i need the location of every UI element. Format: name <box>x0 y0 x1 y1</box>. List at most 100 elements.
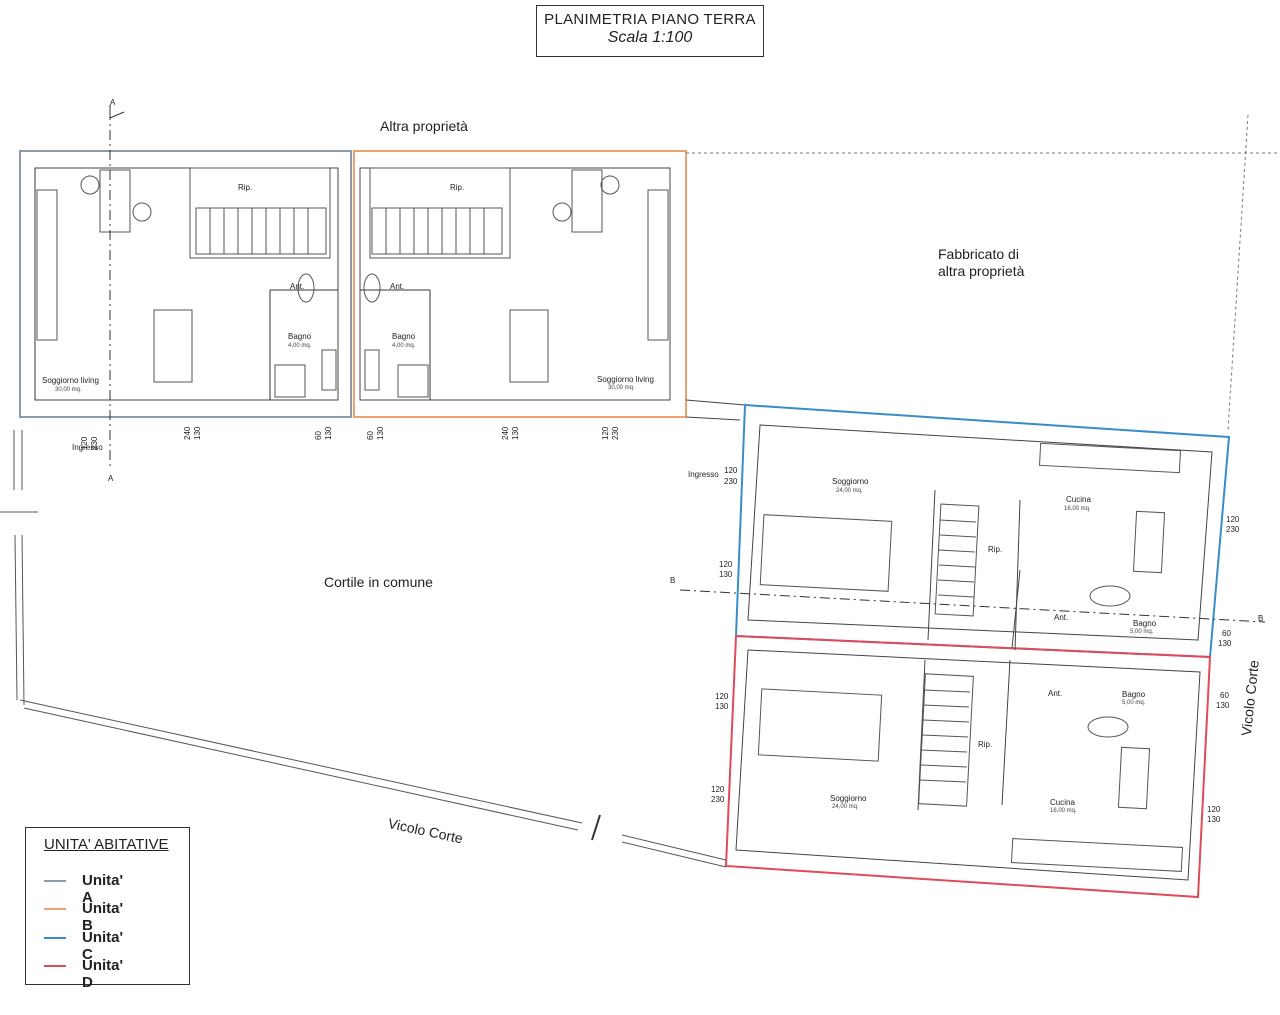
section-b-right: B <box>1258 614 1264 623</box>
label-fabbricato-line1: Fabbricato di <box>938 246 1019 262</box>
opening-dim: 120 <box>719 560 733 569</box>
room-c-soggiorno-area: 24,00 mq. <box>836 488 863 494</box>
opening-dim: 60 <box>1220 691 1229 700</box>
room-d-bagno-area: 5,00 mq. <box>1122 700 1146 706</box>
opening-dim: 230 <box>90 436 99 450</box>
unit-d-stairs <box>918 673 974 807</box>
room-d-soggiorno: Soggiorno <box>830 794 867 803</box>
opening-dim: 120 <box>711 785 725 794</box>
courtyard-boundary-left <box>14 534 18 701</box>
legend-swatch-b <box>44 908 66 910</box>
room-c-cucina-area: 16,00 mq. <box>1064 506 1091 512</box>
room-d-bagno: Bagno <box>1122 690 1146 699</box>
plan-title: PLANIMETRIA PIANO TERRA <box>544 11 756 28</box>
room-b-bagno-area: 4,00 mq. <box>392 343 416 349</box>
room-c-soggiorno: Soggiorno <box>832 477 869 486</box>
unit-c-kitchen <box>1038 442 1182 474</box>
unit-a-sofa <box>153 309 193 383</box>
unit-d-outline <box>724 634 1212 899</box>
unit-a-outline <box>19 150 352 418</box>
room-b-rip: Rip. <box>450 183 465 192</box>
unit-a-stairs <box>195 207 327 255</box>
opening-dim: 130 <box>511 426 520 440</box>
opening-dim: 120 <box>715 692 729 701</box>
unit-a-table <box>99 169 131 233</box>
label-ingresso-c: Ingresso <box>688 470 719 479</box>
legend-swatch-a <box>44 880 66 882</box>
opening-dim: 130 <box>1216 701 1230 710</box>
opening-dim: 120 <box>1226 515 1240 524</box>
opening-dim: 60 <box>366 431 375 440</box>
unit-c-stairs <box>934 503 980 617</box>
unit-a-kitchen <box>36 189 58 341</box>
opening-dim: 130 <box>193 426 202 440</box>
room-b-bagno: Bagno <box>392 332 416 341</box>
legend-swatch-c <box>44 937 66 939</box>
opening-dim: 120 <box>1207 805 1221 814</box>
title-block: PLANIMETRIA PIANO TERRA Scala 1:100 <box>536 5 764 57</box>
vicolo-boundary <box>19 699 583 824</box>
room-b-soggiorno-area: 30,00 mq. <box>608 385 635 391</box>
room-a-bagno: Bagno <box>288 332 312 341</box>
legend-label-a: Unita' A <box>82 872 124 906</box>
legend-title: UNITA' ABITATIVE <box>44 836 169 853</box>
unit-b-sofa <box>509 309 549 383</box>
opening-dim: 230 <box>724 477 738 486</box>
legend-label-c: Unita' C <box>82 929 124 963</box>
room-a-ant: Ant. <box>290 282 305 291</box>
legend-label-b: Unita' B <box>82 900 124 934</box>
unit-b-outline <box>353 150 687 418</box>
unit-b-walls <box>359 167 671 401</box>
room-c-cucina: Cucina <box>1066 495 1091 504</box>
legend-label-d: Unita' D <box>82 957 124 991</box>
unit-b-table <box>571 169 603 233</box>
room-d-cucina-area: 16,00 mq. <box>1050 808 1077 814</box>
section-b-left: B <box>670 576 676 585</box>
opening-dim: 230 <box>1226 525 1240 534</box>
unit-b-stairs <box>371 207 503 255</box>
room-c-bagno-area: 5,00 mq. <box>1130 629 1154 635</box>
unit-c-table <box>1132 510 1166 574</box>
unit-d-table <box>1117 746 1151 810</box>
opening-dim: 130 <box>1207 815 1221 824</box>
opening-dim: 130 <box>376 426 385 440</box>
room-a-rip: Rip. <box>238 183 253 192</box>
section-a-top: A <box>110 98 116 107</box>
room-b-soggiorno: Soggiorno living <box>597 375 654 384</box>
legend-swatch-d <box>44 965 66 967</box>
legend: UNITA' ABITATIVE Unita' A Unita' B Unita… <box>25 827 190 991</box>
room-a-soggiorno: Soggiorno living <box>42 376 99 385</box>
room-d-cucina: Cucina <box>1050 798 1075 807</box>
plan-scale: Scala 1:100 <box>607 29 693 46</box>
opening-dim: 230 <box>711 795 725 804</box>
opening-dim: 120 <box>601 426 610 440</box>
label-fabbricato-line2: altra proprietà <box>938 263 1025 279</box>
opening-dim: 60 <box>1222 629 1231 638</box>
opening-dim: 130 <box>715 702 729 711</box>
room-d-ant: Ant. <box>1048 689 1063 698</box>
room-c-ant: Ant. <box>1054 613 1069 622</box>
room-a-soggiorno-area: 30,00 mq. <box>55 387 82 393</box>
opening-dim: 60 <box>314 431 323 440</box>
room-d-soggiorno-area: 24,00 mq. <box>832 804 859 810</box>
section-a-bottom: A <box>108 474 114 483</box>
label-cortile: Cortile in comune <box>324 574 433 590</box>
room-c-bagno: Bagno <box>1133 619 1157 628</box>
opening-dim: 240 <box>183 426 192 440</box>
opening-dim: 120 <box>724 466 738 475</box>
unit-d-sofa <box>757 688 883 762</box>
room-a-bagno-area: 4,00 mq. <box>288 343 312 349</box>
room-d-rip: Rip. <box>978 740 993 749</box>
label-altra-proprieta: Altra proprietà <box>380 118 468 134</box>
unit-d-kitchen <box>1010 838 1184 872</box>
room-b-ant: Ant. <box>390 282 405 291</box>
opening-dim: 130 <box>324 426 333 440</box>
label-ingresso-a: Ingresso <box>72 443 103 452</box>
unit-b-kitchen <box>647 189 669 341</box>
section-line-b <box>679 589 1266 623</box>
opening-dim: 130 <box>719 570 733 579</box>
opening-dim: 120 <box>80 436 89 450</box>
opening-dim: 130 <box>1218 639 1232 648</box>
opening-dim: 240 <box>501 426 510 440</box>
